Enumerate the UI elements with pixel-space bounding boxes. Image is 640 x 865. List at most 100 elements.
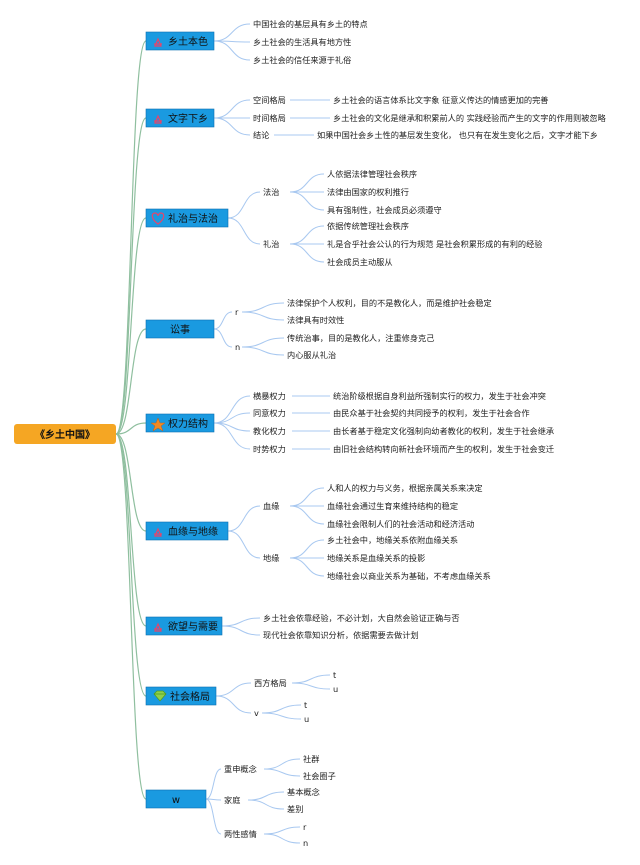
topic-box	[145, 319, 215, 339]
node-label: 中国社会的基层具有乡土的特点	[253, 19, 368, 29]
branch-line	[115, 433, 147, 697]
topic-node[interactable]: w	[145, 789, 207, 809]
topic-label: w	[172, 795, 180, 806]
topic-box	[145, 108, 215, 128]
connector-line	[213, 412, 251, 424]
branch-line	[115, 433, 147, 532]
root-box	[14, 424, 116, 444]
topic-box	[145, 208, 229, 228]
connector-line	[227, 505, 261, 532]
branch-line	[115, 422, 147, 435]
node-label: t	[333, 670, 337, 680]
node-label: 乡土社会中，地缘关系依附血缘关系	[327, 535, 458, 545]
node-label: v	[254, 708, 259, 718]
topic-box	[145, 413, 215, 433]
topic-node[interactable]: 欲望与需要	[145, 616, 223, 636]
node-label: u	[333, 684, 338, 694]
gem-icon	[153, 690, 167, 702]
connector-line	[261, 712, 302, 720]
node-label: r	[235, 307, 239, 317]
topic-label: 乡土本色	[168, 35, 208, 48]
node-label: 同意权力	[253, 408, 286, 418]
connector-line	[205, 768, 222, 800]
node-label: 礼治	[263, 239, 279, 249]
topic-label: 文字下乡	[168, 112, 208, 125]
topic-node[interactable]: 文字下乡	[145, 108, 215, 128]
leaf-lines	[205, 23, 331, 844]
branch-line	[115, 117, 147, 435]
node-label: 乡土社会的生活具有地方性	[253, 37, 351, 47]
node-label: 内心服从礼治	[287, 350, 336, 360]
node-label: 乡土社会的语言体系比文字象 征意义传达的情感更加的完善	[333, 95, 548, 105]
node-label: 传统治事，目的是教化人，注重修身克己	[287, 333, 434, 343]
connector-line	[263, 833, 301, 844]
topic-box	[145, 31, 215, 51]
connector-line	[205, 798, 222, 801]
connector-line	[241, 346, 285, 356]
node-label: 社会圈子	[303, 771, 336, 781]
node-label: 具有强制性，社会成员必须遵守	[327, 205, 442, 215]
node-label: 法治	[263, 187, 279, 197]
connector-line	[205, 798, 222, 835]
connector-line	[263, 768, 301, 777]
connector-line	[289, 557, 325, 577]
node-label: 乡土社会的信任来源于礼俗	[253, 55, 351, 65]
node-label: 横暴权力	[253, 391, 286, 401]
topic-node[interactable]: 权力结构	[145, 413, 215, 433]
node-label: 法律具有时效性	[287, 315, 344, 325]
node-label: 人和人的权力与义务，根据亲属关系来决定	[327, 483, 483, 493]
branch-line	[115, 433, 147, 627]
root-node[interactable]: 《乡土中国》	[14, 424, 116, 444]
branch-line	[115, 217, 147, 435]
node-label: 西方格局	[254, 678, 287, 688]
branch-line	[115, 40, 147, 435]
node-label: 依据传统管理社会秩序	[327, 221, 409, 231]
node-label: 血缘社会限制人们的社会活动和经济活动	[327, 519, 474, 529]
node-label: 由民众基于社会契约共同授予的权利，发生于社会合作	[333, 408, 530, 418]
topic-label: 礼治与法治	[168, 212, 218, 225]
connector-line	[241, 337, 285, 348]
connector-line	[213, 422, 251, 450]
node-label: 法律保护个人权利，目的不是教化人，而是维护社会稳定	[287, 298, 492, 308]
topic-label: 讼事	[170, 323, 190, 336]
connector-line	[213, 23, 251, 42]
connector-line	[213, 117, 251, 136]
node-label: n	[303, 838, 308, 848]
connector-line	[213, 395, 251, 424]
node-label: 如果中国社会乡土性的基层发生变化， 也只有在发生变化之后，文字才能下乡	[317, 130, 598, 140]
connector-line	[247, 799, 285, 810]
topic-node[interactable]: 礼治与法治	[145, 208, 229, 228]
node-label: n	[235, 342, 240, 352]
topic-node[interactable]: 讼事	[145, 319, 215, 339]
node-label: 空间格局	[253, 95, 286, 105]
star-icon	[150, 417, 166, 432]
connector-line	[291, 674, 331, 684]
node-label: 两性感情	[224, 829, 257, 839]
connector-line	[213, 40, 251, 61]
node-label: 血缘社会通过生育来维持结构的稳定	[327, 501, 458, 511]
node-label: 地缘关系是血缘关系的投影	[327, 553, 425, 563]
node-label: 重申概念	[224, 764, 257, 774]
topic-node[interactable]: 社会格局	[145, 686, 217, 706]
node-label: t	[304, 700, 308, 710]
topic-node[interactable]: 乡土本色	[145, 31, 215, 51]
connector-line	[289, 487, 325, 507]
node-label: 由长者基于稳定文化强制向幼者教化的权利，发生于社会继承	[333, 426, 554, 436]
root-label: 《乡土中国》	[35, 428, 95, 441]
node-label: 时间格局	[253, 113, 286, 123]
node-label: 礼是合乎社会公认的行为规范 是社会积累形成的有利的经验	[327, 239, 542, 249]
node-label: 现代社会依靠知识分析，依据需要去做计划	[263, 630, 419, 640]
topic-box	[145, 521, 229, 541]
node-label: 统治阶级根据自身利益所强制实行的权力，发生于社会冲突	[333, 391, 546, 401]
connector-line	[289, 539, 325, 559]
topic-node[interactable]: 血缘与地缘	[145, 521, 229, 541]
connector-line	[221, 617, 261, 627]
connector-line	[241, 302, 285, 313]
connector-line	[291, 682, 331, 690]
node-label: 由旧社会结构转向新社会环境而产生的权利，发生于社会变迁	[333, 444, 554, 454]
node-label: 时势权力	[253, 444, 286, 454]
node-label: 地缘	[263, 553, 279, 563]
topic-label: 欲望与需要	[168, 620, 218, 633]
node-label: 基本概念	[287, 787, 320, 797]
node-label: 人依据法律管理社会秩序	[327, 169, 417, 179]
